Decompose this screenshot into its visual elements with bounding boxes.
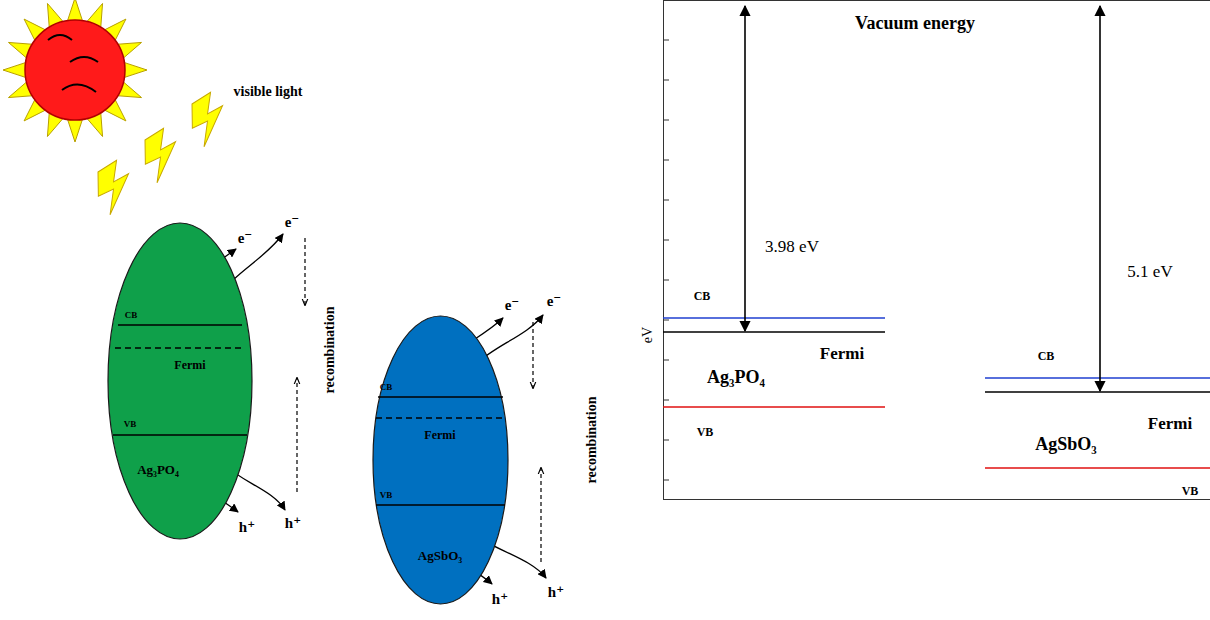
sun-face (62, 84, 96, 92)
sun-ray (122, 62, 147, 78)
annotation-label: e⁻ (285, 214, 300, 231)
band-label: AgSbO₃ (418, 549, 462, 563)
band-label: Ag₃PO₄ (707, 368, 765, 388)
annotation-label: h⁺ (285, 515, 301, 532)
band-level (376, 504, 505, 506)
band-level (376, 417, 505, 419)
energy-level-panel: Vacuum energy3.98 eV5.1 eVCBFermiAg₃PO₄V… (663, 0, 1210, 500)
node-outline (663, 0, 1210, 500)
annotation-label: e⁻ (238, 230, 253, 247)
annotation-label: recombination (584, 397, 599, 484)
annotation-label: h⁺ (239, 519, 255, 536)
band-level (985, 391, 1210, 393)
band-label: Vacuum energy (855, 14, 975, 34)
annotation-label: eV (640, 327, 655, 343)
sun-ray (67, 117, 83, 142)
node-outline (107, 222, 253, 540)
band-label: Fermi (424, 429, 455, 442)
band-label: 3.98 eV (765, 238, 819, 257)
work-function-arrow (744, 6, 746, 331)
band-level (663, 406, 885, 408)
sun-face (70, 57, 98, 62)
annotation-label: e⁻ (505, 297, 520, 314)
band-label: VB (380, 491, 393, 501)
band-label: 5.1 eV (1127, 263, 1172, 282)
annotation-label: e⁻ (547, 293, 562, 310)
band-level (378, 396, 503, 398)
semiconductor-particle: CB FermiVB AgSbO₃ (372, 315, 509, 605)
sun-disc (25, 20, 125, 120)
semiconductor-particle: CB FermiVB Ag₃PO₄ (107, 222, 253, 540)
band-label: CB (1038, 350, 1055, 363)
band-level (663, 317, 885, 319)
annotation-label: h⁺ (492, 591, 508, 608)
band-label: VB (1182, 485, 1199, 498)
band-label: Ag₃PO₄ (137, 463, 179, 477)
band-level (118, 324, 242, 326)
light-bolts (94, 91, 228, 216)
band-level (985, 467, 1210, 469)
sun-icon (3, 0, 147, 142)
sun-face (48, 35, 72, 40)
band-label: VB (124, 420, 137, 430)
band-level (663, 331, 885, 333)
band-level (115, 347, 245, 349)
band-label: VB (697, 426, 714, 439)
band-label: CB (380, 383, 393, 393)
band-level (985, 377, 1210, 379)
band-level (113, 434, 247, 436)
band-label: CB (125, 311, 138, 321)
band-label: Fermi (174, 359, 205, 372)
annotation-label: visible light (234, 84, 303, 99)
work-function-arrow (1099, 6, 1101, 391)
band-label: AgSbO₃ (1035, 435, 1096, 455)
band-label: Fermi (820, 345, 864, 364)
band-label: Fermi (1148, 415, 1192, 434)
band-label: CB (694, 290, 711, 303)
sun-ray (3, 62, 28, 78)
annotation-label: recombination (322, 307, 337, 394)
annotation-label: h⁺ (548, 584, 564, 601)
